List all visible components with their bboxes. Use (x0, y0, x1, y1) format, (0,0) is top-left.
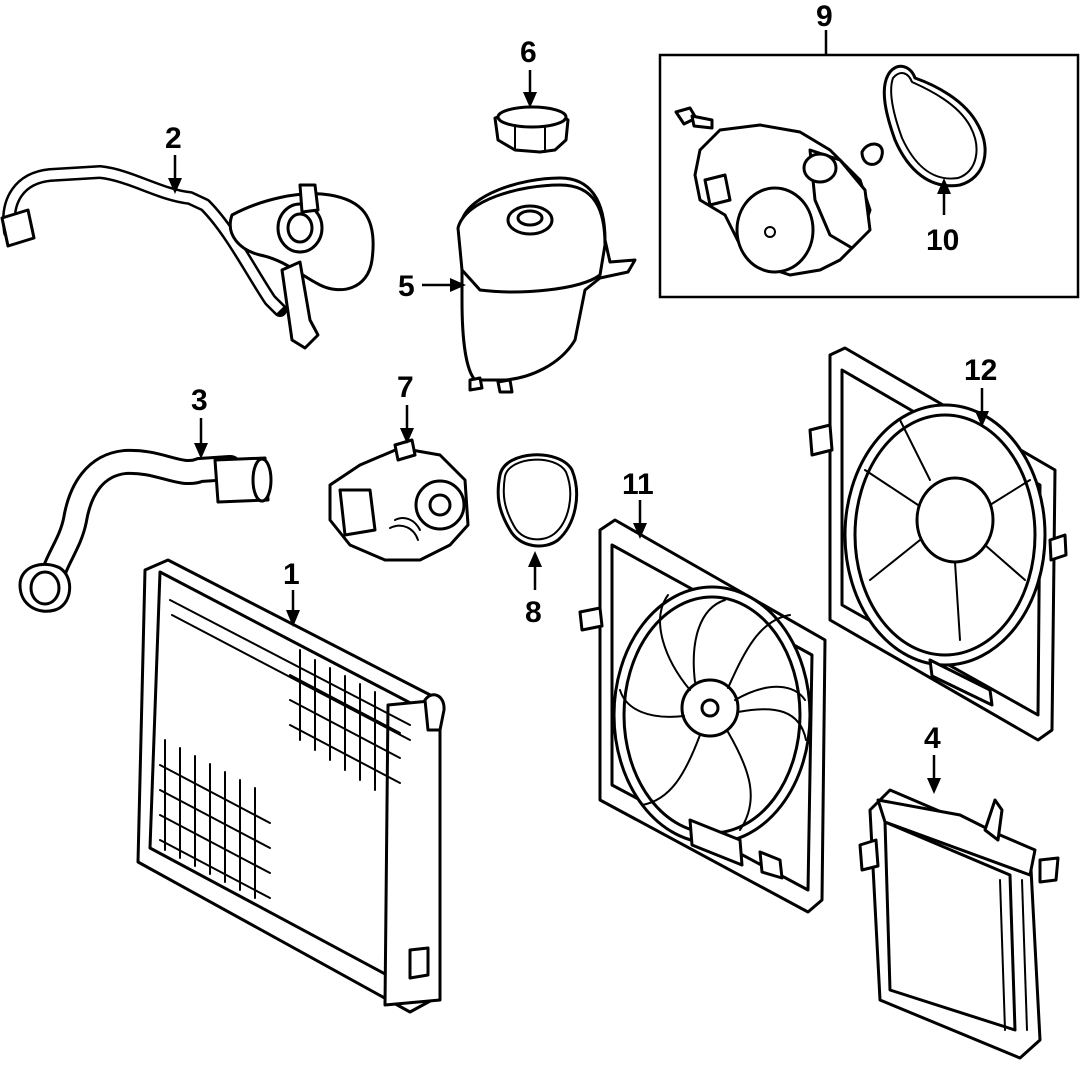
tank-cap-part (493, 105, 570, 154)
water-pump-part (674, 106, 884, 277)
callout-2: 2 (165, 122, 182, 155)
callout-3: 3 (191, 384, 208, 417)
callout-11-leader (633, 500, 647, 539)
callout-7-leader (400, 405, 414, 444)
callout-4-leader (927, 755, 941, 794)
expansion-tank-part (456, 176, 637, 394)
auxiliary-radiator-part (858, 788, 1060, 1060)
thermostat-part (328, 438, 470, 562)
callout-10: 10 (926, 224, 959, 257)
callout-8-leader (528, 551, 542, 590)
pump-gasket-part (882, 64, 987, 188)
lower-hose-part (18, 448, 273, 613)
callout-7: 7 (397, 371, 414, 404)
callout-2-leader (168, 155, 182, 194)
callout-12: 12 (964, 354, 997, 387)
callout-1: 1 (283, 558, 300, 591)
fan-assembly-part (578, 518, 827, 914)
fan-shroud-part (808, 346, 1068, 742)
radiator-part (136, 558, 446, 1014)
upper-hose-part (0, 165, 375, 350)
callout-8: 8 (525, 596, 542, 629)
callout-1-leader (286, 590, 300, 627)
callout-9: 9 (816, 0, 833, 33)
callout-6-leader (523, 70, 537, 108)
o-ring-part (496, 453, 579, 548)
callout-3-leader (194, 418, 208, 459)
callout-11: 11 (622, 468, 654, 501)
water-pump-kit-box (658, 53, 1080, 299)
callout-5-leader (422, 278, 466, 292)
callout-4: 4 (924, 722, 941, 755)
callout-10-leader (937, 178, 951, 215)
callout-5: 5 (398, 270, 415, 303)
callout-6: 6 (520, 36, 537, 69)
callout-12-leader (975, 388, 989, 427)
